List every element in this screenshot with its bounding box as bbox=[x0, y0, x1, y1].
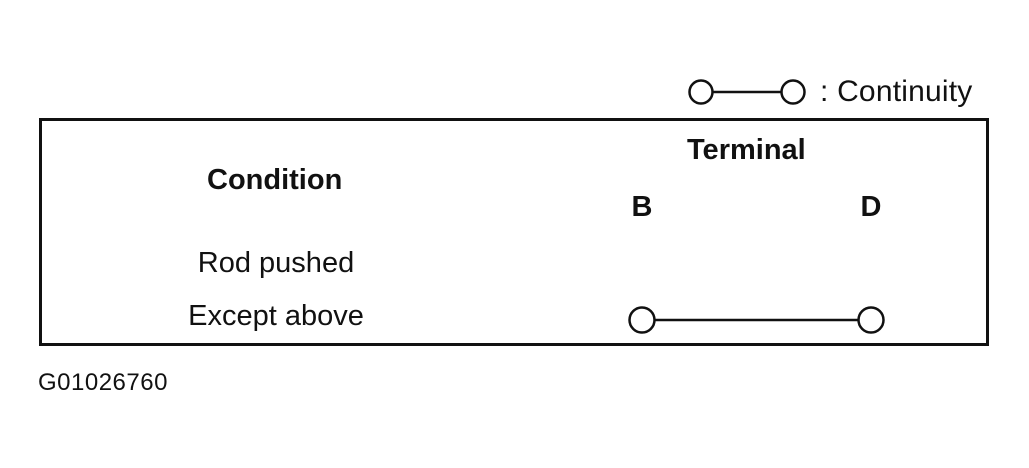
continuity-table bbox=[39, 118, 989, 346]
continuity-legend: : Continuity bbox=[686, 72, 972, 112]
figure-id: G01026760 bbox=[38, 369, 168, 396]
condition-except-above: Except above bbox=[188, 300, 364, 332]
continuity-legend-label: : Continuity bbox=[820, 75, 973, 108]
continuity-symbol-icon bbox=[688, 79, 806, 105]
terminal-d-node bbox=[857, 306, 885, 334]
continuity-row-except-above bbox=[628, 306, 885, 334]
condition-rod-pushed: Rod pushed bbox=[197, 247, 355, 279]
terminal-header: Terminal bbox=[687, 134, 806, 166]
condition-header: Condition bbox=[207, 164, 343, 196]
terminal-b-label: B bbox=[631, 191, 653, 223]
terminal-d-label: D bbox=[860, 191, 882, 223]
terminal-b-node bbox=[628, 306, 656, 334]
